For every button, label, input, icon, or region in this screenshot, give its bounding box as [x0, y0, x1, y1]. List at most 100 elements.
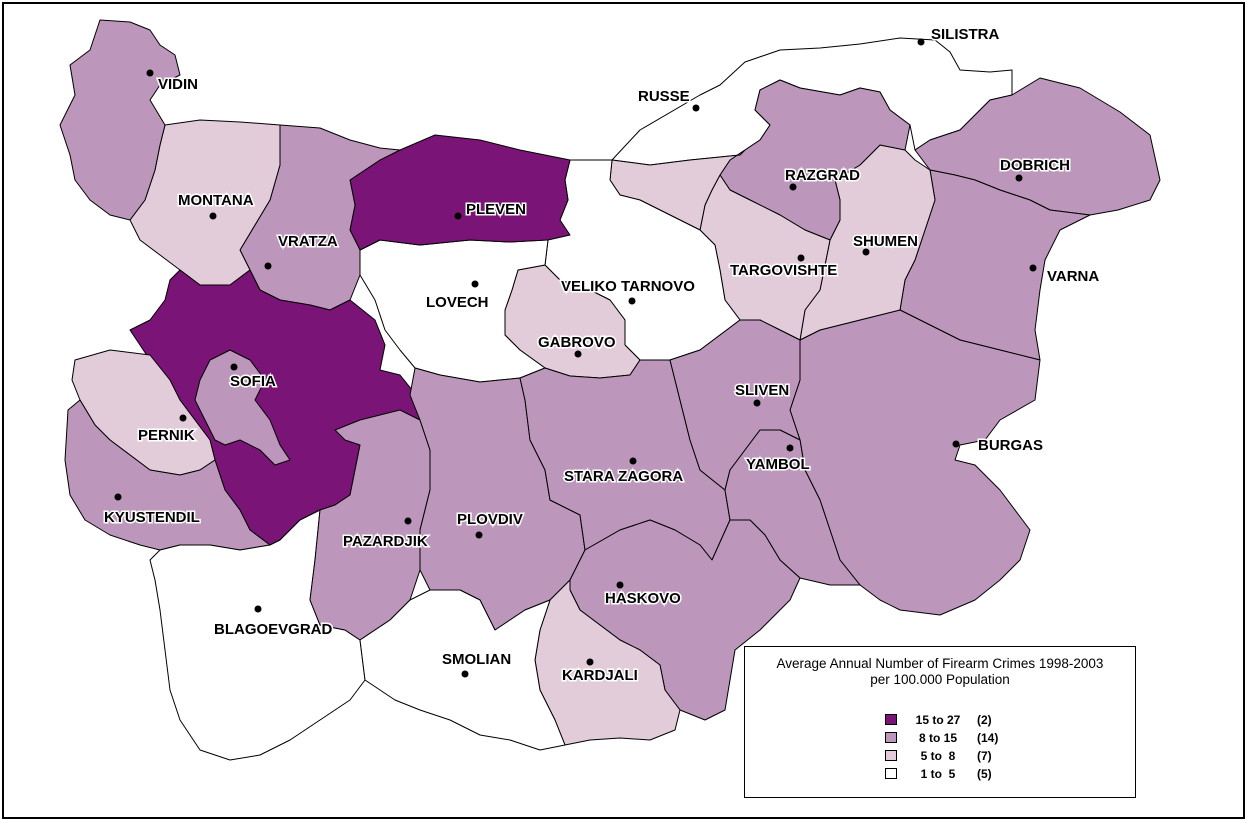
city-marker	[628, 297, 636, 305]
city-marker	[1029, 264, 1037, 272]
city-label: KYUSTENDIL	[104, 509, 200, 526]
city-label: VIDIN	[158, 76, 198, 93]
city-label: BLAGOEVGRAD	[214, 621, 333, 638]
city-stara-zagora: STARA ZAGORA	[563, 457, 685, 487]
city-marker	[461, 670, 469, 678]
city-shumen: SHUMEN	[852, 232, 920, 256]
city-label: SOFIA	[230, 373, 276, 390]
city-label: KARDJALI	[562, 667, 638, 684]
city-label: PLEVEN	[466, 201, 526, 218]
legend-swatch	[885, 714, 897, 725]
legend-count: (14)	[977, 731, 999, 745]
city-label: DOBRICH	[1000, 157, 1070, 174]
city-marker	[146, 69, 154, 77]
city-marker	[692, 104, 700, 112]
city-marker	[454, 212, 462, 220]
city-label: RUSSE	[638, 88, 690, 105]
legend-swatch	[885, 768, 897, 779]
city-razgrad: RAZGRAD	[784, 166, 862, 191]
city-marker	[471, 280, 479, 288]
city-lovech: LOVECH	[425, 280, 490, 313]
city-silistra: SILISTRA	[917, 25, 1001, 46]
city-haskovo: HASKOVO	[604, 581, 683, 609]
legend-count: (7)	[977, 749, 992, 763]
city-label: RAZGRAD	[785, 167, 860, 184]
city-marker	[114, 493, 122, 501]
city-marker	[1015, 174, 1023, 182]
legend-swatch	[885, 732, 897, 743]
city-vidin: VIDIN	[146, 69, 200, 95]
city-sofia: SOFIA	[229, 363, 278, 392]
city-marker	[789, 183, 797, 191]
city-label: VRATZA	[278, 233, 338, 250]
city-marker	[952, 440, 960, 448]
legend-range: 5 to 8	[920, 749, 956, 763]
city-label: PERNIK	[138, 427, 195, 444]
city-marker	[264, 262, 272, 270]
legend-title-line2: per 100.000 Population	[870, 672, 1010, 687]
city-pleven: PLEVEN	[454, 200, 528, 220]
city-label: SILISTRA	[931, 26, 1000, 43]
city-label: MONTANA	[178, 192, 254, 209]
legend-box: Average Annual Number of Firearm Crimes …	[744, 646, 1136, 798]
legend-swatch	[885, 750, 897, 761]
city-label: GABROVO	[538, 334, 616, 351]
city-dobrich: DOBRICH	[999, 156, 1072, 182]
city-marker	[786, 444, 794, 452]
city-label: HASKOVO	[605, 590, 681, 607]
city-marker	[209, 212, 217, 220]
city-kardjali: KARDJALI	[561, 658, 639, 686]
city-marker	[629, 457, 637, 465]
legend-range: 1 to 5	[920, 767, 956, 781]
city-label: VARNA	[1047, 268, 1099, 285]
city-marker	[797, 254, 805, 262]
legend-range: 15 to 27	[915, 713, 961, 727]
city-label: LOVECH	[426, 294, 489, 311]
city-russe: RUSSE	[637, 87, 700, 112]
legend-title-line1: Average Annual Number of Firearm Crimes …	[776, 656, 1104, 671]
city-label: SLIVEN	[735, 382, 789, 399]
city-marker	[404, 517, 412, 525]
city-label: YAMBOL	[746, 456, 810, 473]
legend-range: 8 to 15	[918, 731, 957, 745]
city-varna: VARNA	[1029, 264, 1101, 287]
city-burgas: BURGAS	[952, 436, 1045, 456]
city-label: TARGOVISHTE	[730, 262, 837, 279]
city-marker	[862, 248, 870, 256]
city-pernik: PERNIK	[137, 414, 196, 446]
city-label: SHUMEN	[853, 233, 918, 250]
region-kyustendil	[64, 399, 271, 551]
city-plovdiv: PLOVDIV	[456, 510, 524, 539]
region-sofia-city	[194, 349, 291, 466]
city-label: SMOLIAN	[442, 651, 511, 668]
legend-count: (5)	[977, 767, 992, 781]
city-montana: MONTANA	[177, 191, 255, 220]
city-label: VELIKO TARNOVO	[561, 278, 695, 295]
city-marker	[574, 350, 582, 358]
region-pleven	[349, 134, 571, 251]
city-label: STARA ZAGORA	[564, 468, 683, 485]
city-marker	[586, 658, 594, 666]
city-marker	[230, 363, 238, 371]
city-kyustendil: KYUSTENDIL	[103, 493, 201, 528]
city-marker	[753, 399, 761, 407]
city-yambol: YAMBOL	[745, 444, 811, 475]
city-marker	[179, 414, 187, 422]
legend-title: Average Annual Number of Firearm Crimes …	[745, 656, 1135, 688]
city-blagoevgrad: BLAGOEVGRAD	[213, 605, 334, 640]
city-label: PAZARDJIK	[343, 533, 428, 550]
city-label: BURGAS	[978, 437, 1043, 454]
legend-count: (2)	[977, 713, 992, 727]
city-marker	[616, 581, 624, 589]
city-veliko-tarnovo: VELIKO TARNOVO	[560, 277, 697, 305]
region-layer	[59, 19, 1161, 761]
city-targovishte: TARGOVISHTE	[729, 254, 839, 281]
region-smolian	[359, 589, 566, 751]
city-vratza: VRATZA	[264, 232, 339, 270]
city-layer: VIDIN MONTANA VRATZA PLEVEN LOVECH VELIK…	[103, 25, 1101, 686]
city-marker	[475, 531, 483, 539]
city-sliven: SLIVEN	[734, 381, 791, 407]
city-smolian: SMOLIAN	[441, 650, 513, 678]
city-gabrovo: GABROVO	[537, 333, 617, 358]
